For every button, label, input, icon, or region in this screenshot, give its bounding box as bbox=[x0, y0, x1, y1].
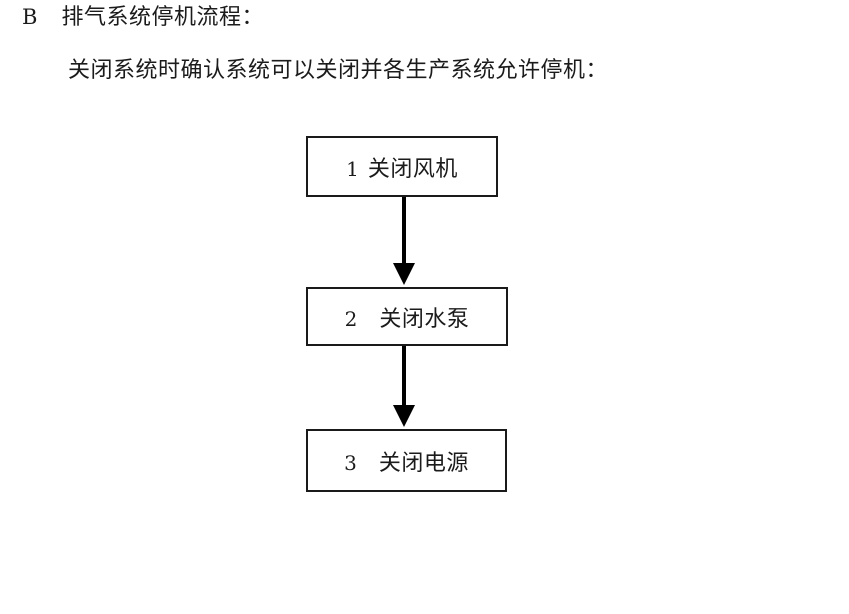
flowchart-step-2-label: 关闭水泵 bbox=[379, 306, 470, 332]
flowchart-arrow-2-to-3 bbox=[392, 346, 416, 429]
down-arrow-icon bbox=[393, 197, 415, 285]
flowchart-step-3-content: 3 关闭电源 bbox=[344, 445, 469, 477]
flowchart-step-1: 1 关闭风机 bbox=[306, 136, 498, 197]
section-subtitle: 关闭系统时确认系统可以关闭并各生产系统允许停机： bbox=[68, 58, 609, 83]
flowchart-step-2-number: 2 bbox=[344, 306, 358, 331]
flowchart-step-1-content: 1 关闭风机 bbox=[346, 151, 458, 183]
flowchart-step-2: 2 关闭水泵 bbox=[306, 287, 508, 346]
flowchart-step-2-content: 2 关闭水泵 bbox=[345, 301, 470, 333]
page-title: 排气系统停机流程： bbox=[61, 5, 264, 30]
flowchart-arrow-1-to-2 bbox=[392, 197, 416, 287]
flowchart-step-3-number: 3 bbox=[344, 450, 357, 475]
flowchart-step-1-number: 1 bbox=[346, 156, 359, 181]
flowchart-step-1-label: 关闭风机 bbox=[367, 156, 458, 182]
section-letter: B bbox=[22, 5, 38, 29]
down-arrow-icon bbox=[393, 346, 415, 427]
flowchart-step-3: 3 关闭电源 bbox=[306, 429, 507, 492]
section-heading: B 排气系统停机流程： bbox=[22, 2, 264, 33]
flowchart-step-3-label: 关闭电源 bbox=[378, 450, 469, 476]
